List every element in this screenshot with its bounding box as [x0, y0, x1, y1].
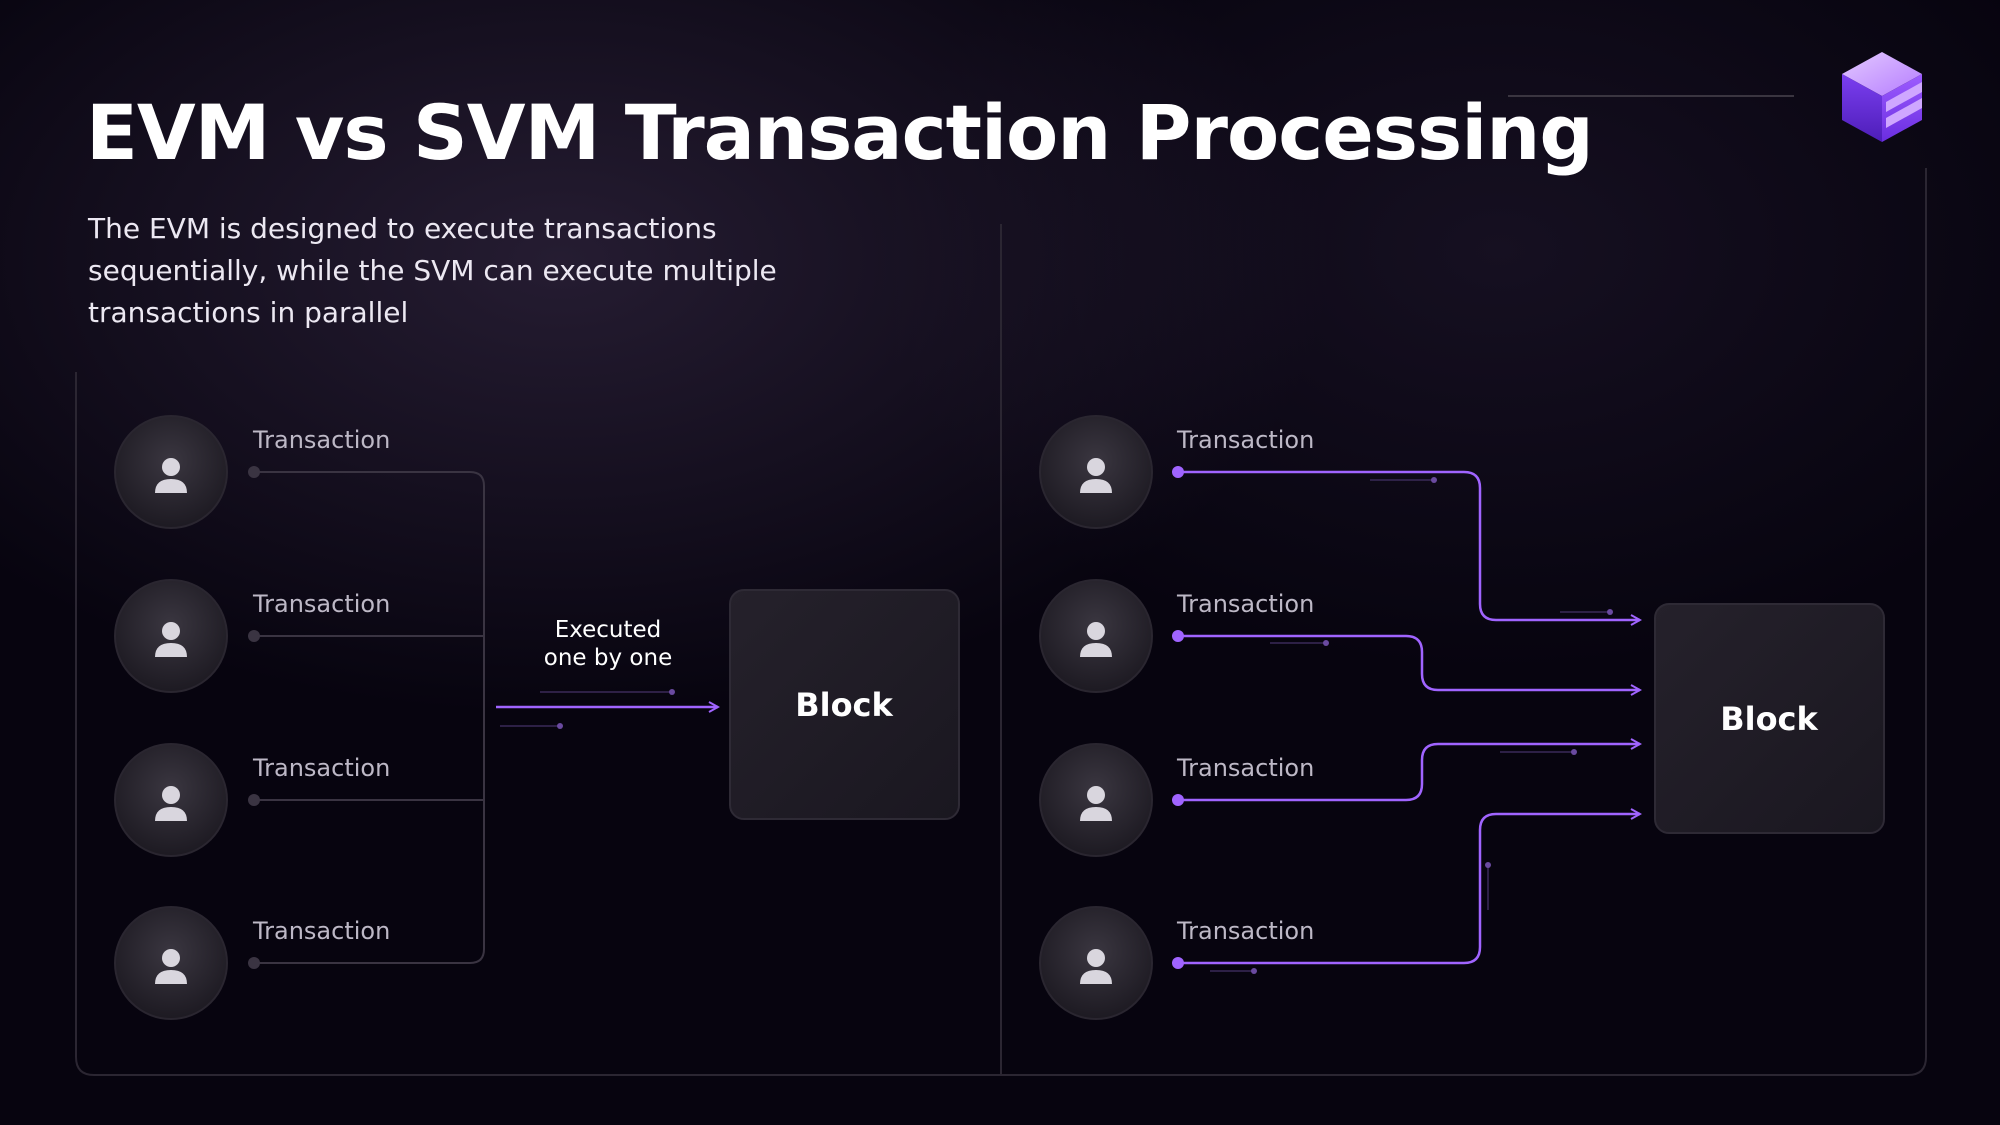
- evm-dot-4: [248, 957, 260, 969]
- svm-block: [1654, 603, 1885, 834]
- svm-avatar-3: [1039, 743, 1153, 857]
- evm-diagram: Transaction Transaction Transaction Tran…: [114, 415, 960, 1020]
- svm-path-3: [1178, 744, 1640, 802]
- svm-transaction-label: Transaction: [1176, 917, 1314, 945]
- svm-dot-3: [1172, 794, 1184, 806]
- page-title: EVM vs SVM Transaction Processing: [86, 88, 1594, 177]
- svm-path-2: [1178, 634, 1640, 690]
- evm-arrow-label-line1: Executed: [555, 617, 662, 643]
- svm-transaction-label: Transaction: [1176, 426, 1314, 454]
- svm-path-1: [1178, 470, 1640, 620]
- evm-avatar-3: [114, 743, 228, 857]
- evm-transaction-label: Transaction: [252, 917, 390, 945]
- svm-dot-1: [1172, 466, 1184, 478]
- frame: [75, 95, 1927, 1076]
- svm-path-4: [1178, 814, 1640, 965]
- page-subtitle: The EVM is designed to execute transacti…: [88, 212, 777, 329]
- evm-transaction-label: Transaction: [252, 426, 390, 454]
- svm-diagram: Transaction Transaction Transaction Tran…: [1039, 415, 1885, 1020]
- evm-sequence-bracket: [254, 471, 485, 964]
- evm-avatar-1: [114, 415, 228, 529]
- svm-avatar-1: [1039, 415, 1153, 529]
- evm-dot-1: [248, 466, 260, 478]
- cube-logo-icon: [1842, 52, 1922, 142]
- evm-avatar-4: [114, 906, 228, 1020]
- svm-dot-2: [1172, 630, 1184, 642]
- svm-avatar-4: [1039, 906, 1153, 1020]
- evm-arrow-label-line2: one by one: [544, 645, 672, 671]
- evm-transaction-label: Transaction: [252, 590, 390, 618]
- svm-avatar-2: [1039, 579, 1153, 693]
- svm-transaction-label: Transaction: [1176, 590, 1314, 618]
- evm-avatar-2: [114, 579, 228, 693]
- evm-block-label: Block: [795, 686, 893, 724]
- evm-block: [729, 589, 960, 820]
- svm-dot-4: [1172, 957, 1184, 969]
- evm-dot-3: [248, 794, 260, 806]
- evm-dot-2: [248, 630, 260, 642]
- svm-transaction-label: Transaction: [1176, 754, 1314, 782]
- svm-block-label: Block: [1720, 700, 1818, 738]
- evm-transaction-label: Transaction: [252, 754, 390, 782]
